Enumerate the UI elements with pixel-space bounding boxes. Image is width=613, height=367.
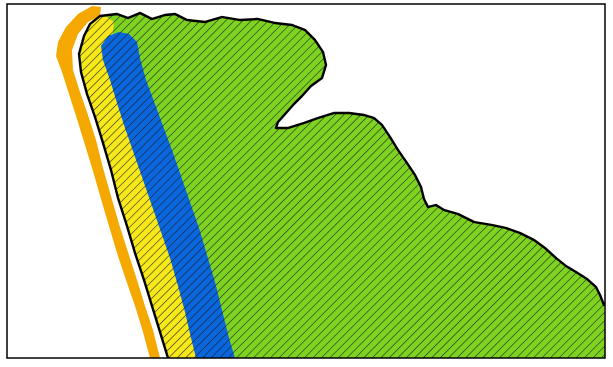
coastal-buffer-zone	[56, 6, 160, 358]
map-border	[6, 3, 606, 359]
beach-band-hatch	[79, 15, 203, 358]
water-band-hatch	[101, 32, 235, 358]
coastline	[77, 11, 605, 358]
